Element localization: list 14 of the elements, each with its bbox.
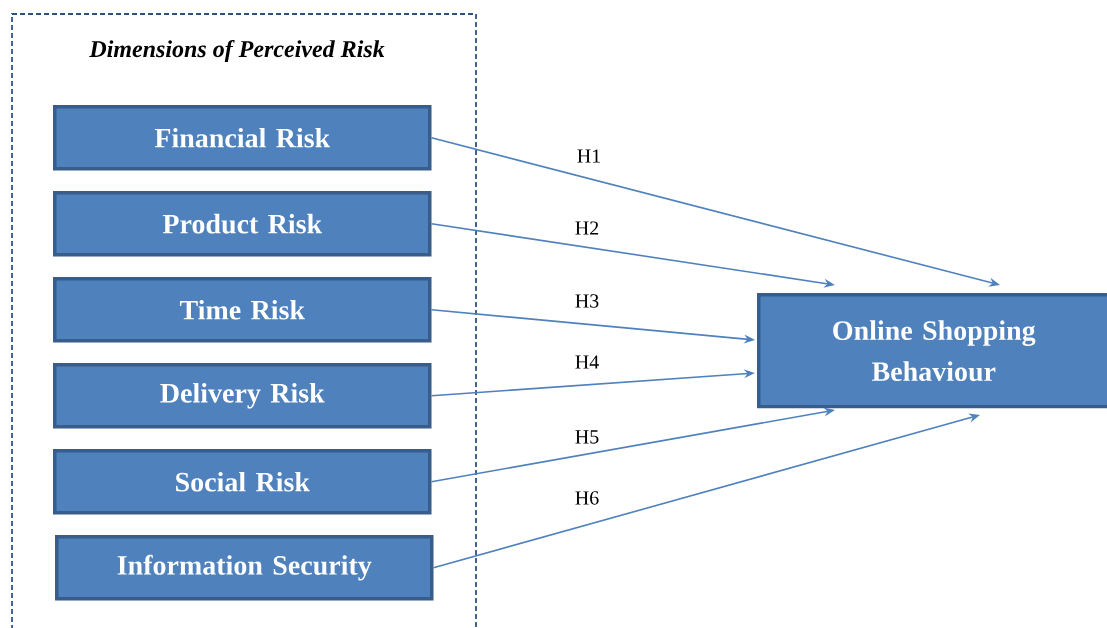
edge-label: H4 <box>573 354 601 370</box>
risk-box: Time Risk <box>53 277 432 343</box>
edge-label: H6 <box>573 490 601 506</box>
risk-box: Information Security <box>55 535 434 601</box>
edge-label: H5 <box>573 429 601 445</box>
risk-box: Delivery Risk <box>53 363 432 429</box>
group-title: Dimensions of Perceived Risk <box>89 40 385 62</box>
risk-box: Social Risk <box>53 449 432 515</box>
edge-label: H3 <box>573 293 601 309</box>
risk-box: Product Risk <box>53 191 432 257</box>
risk-box: Financial Risk <box>53 105 432 171</box>
outcome-box: Online Shopping Behaviour <box>757 293 1107 409</box>
edge-label: H2 <box>573 220 601 236</box>
edge-label: H1 <box>575 148 603 164</box>
